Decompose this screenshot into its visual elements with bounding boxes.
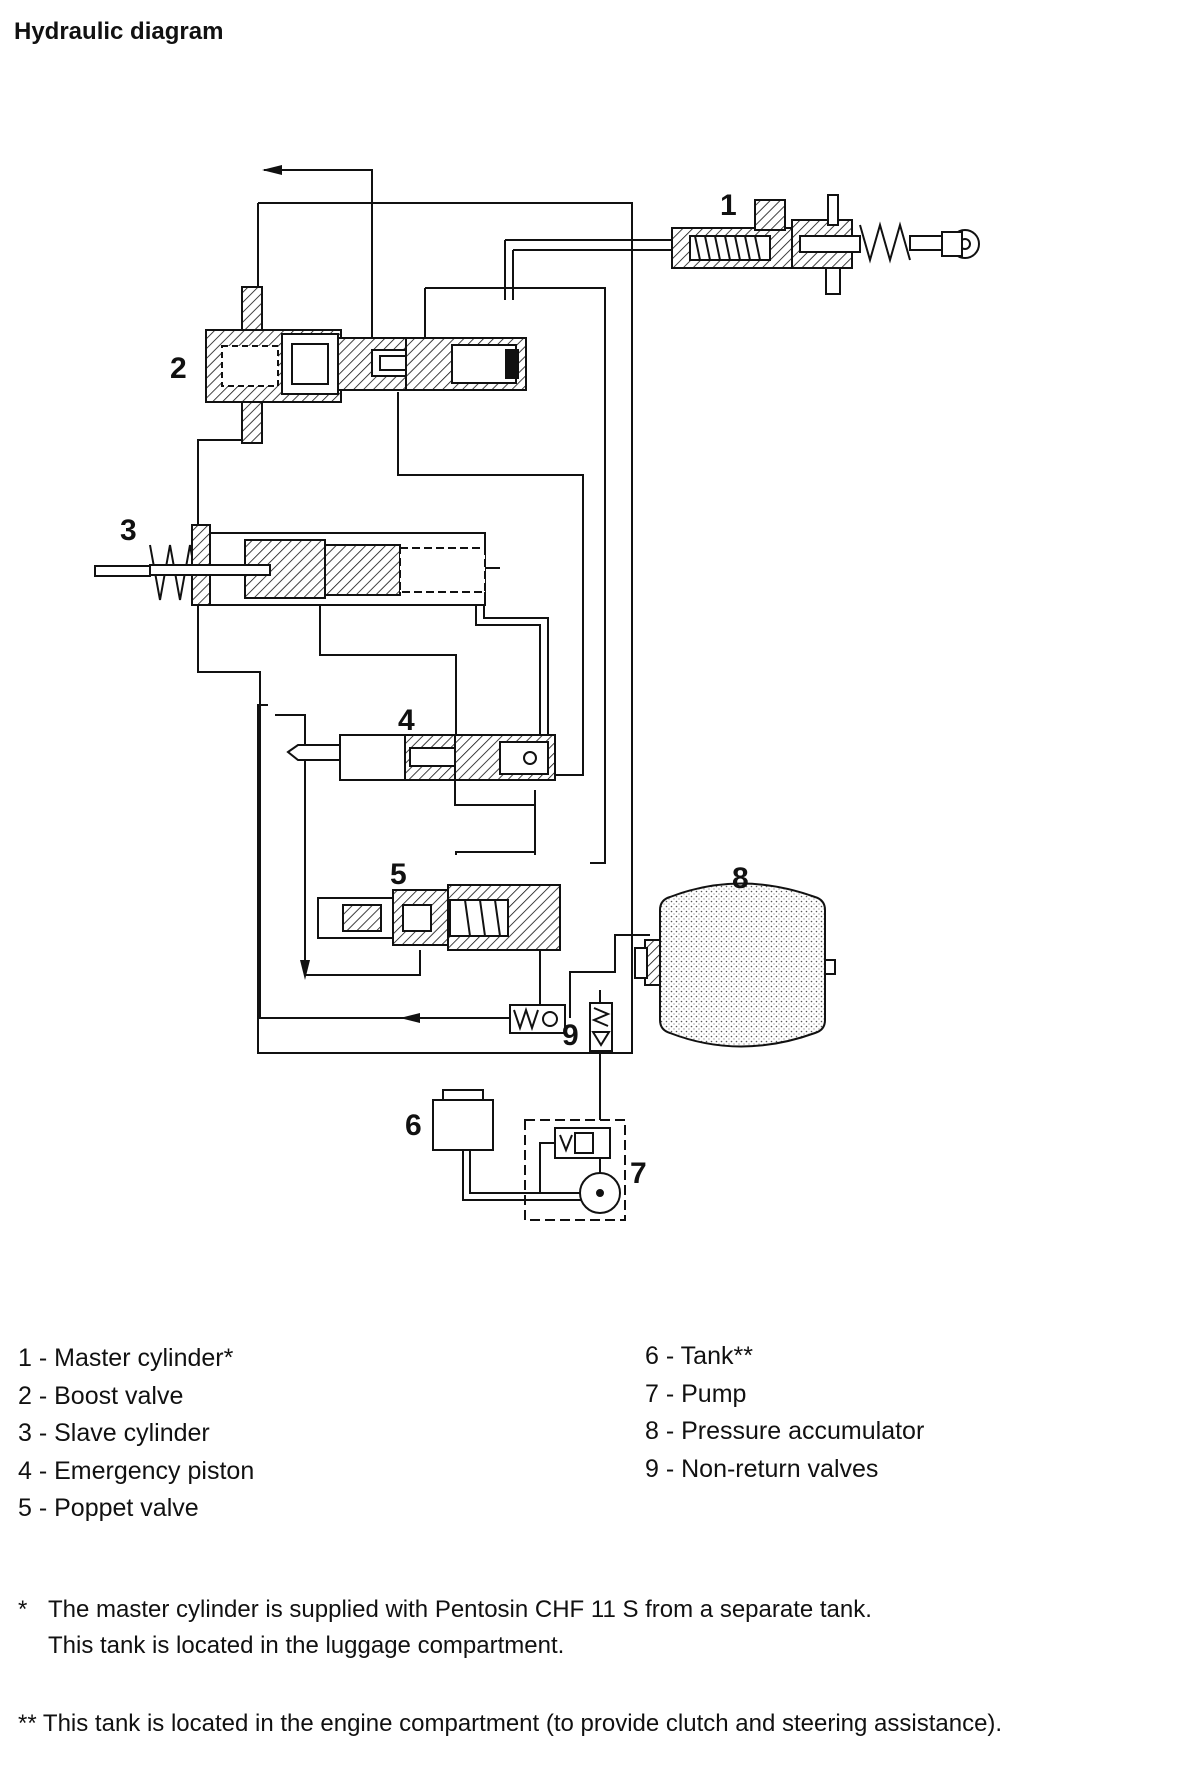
label-5: 5: [390, 858, 407, 891]
non-return-valves: [509, 1002, 613, 1052]
label-8: 8: [732, 862, 749, 895]
label-1: 1: [720, 189, 737, 222]
footnote-1-line-2: This tank is located in the luggage comp…: [48, 1632, 565, 1659]
footnote-1-line-1: The master cylinder is supplied with Pen…: [48, 1596, 872, 1623]
tank: [432, 1089, 494, 1151]
legend-item: 9 - Non-return valves: [645, 1454, 879, 1483]
flow-arrows: [262, 165, 420, 1023]
hydraulic-lines: [197, 169, 672, 1201]
label-9: 9: [562, 1019, 579, 1052]
footnote-mark: *: [18, 1596, 28, 1623]
legend-item: 6 - Tank**: [645, 1342, 753, 1370]
label-3: 3: [120, 514, 137, 547]
pump: [524, 1119, 626, 1221]
poppet-valve: [317, 884, 561, 951]
legend-left: 1 - Master cylinder* 2 - Boost valve 3 -…: [18, 1340, 254, 1528]
boost-valve: [205, 286, 527, 444]
emergency-piston: [286, 734, 556, 781]
master-cylinder: [671, 194, 980, 295]
legend-item: 5 - Poppet valve: [18, 1494, 199, 1522]
legend-item: 2 - Boost valve: [18, 1381, 184, 1410]
slave-cylinder: [94, 524, 500, 606]
pressure-accumulator: [634, 882, 836, 1048]
page-title: Hydraulic diagram: [14, 18, 224, 45]
label-7: 7: [630, 1157, 647, 1190]
legend-item: 4 - Emergency piston: [18, 1456, 255, 1485]
hydraulic-diagram: 1 2 3 4 5 6 7 8 9: [94, 165, 980, 1221]
legend-item: 1 - Master cylinder*: [18, 1344, 234, 1372]
legend-item: 8 - Pressure accumulator: [645, 1417, 925, 1445]
legend-right: 6 - Tank** 7 - Pump 8 - Pressure accumul…: [645, 1338, 924, 1488]
label-2: 2: [170, 352, 187, 385]
label-6: 6: [405, 1109, 422, 1142]
footnote-1: * The master cylinder is supplied with Pe…: [18, 1592, 872, 1664]
legend-item: 3 - Slave cylinder: [18, 1419, 210, 1447]
legend-item: 7 - Pump: [645, 1379, 747, 1408]
label-4: 4: [398, 704, 415, 737]
footnote-2: ** This tank is located in the engine co…: [18, 1710, 1003, 1737]
